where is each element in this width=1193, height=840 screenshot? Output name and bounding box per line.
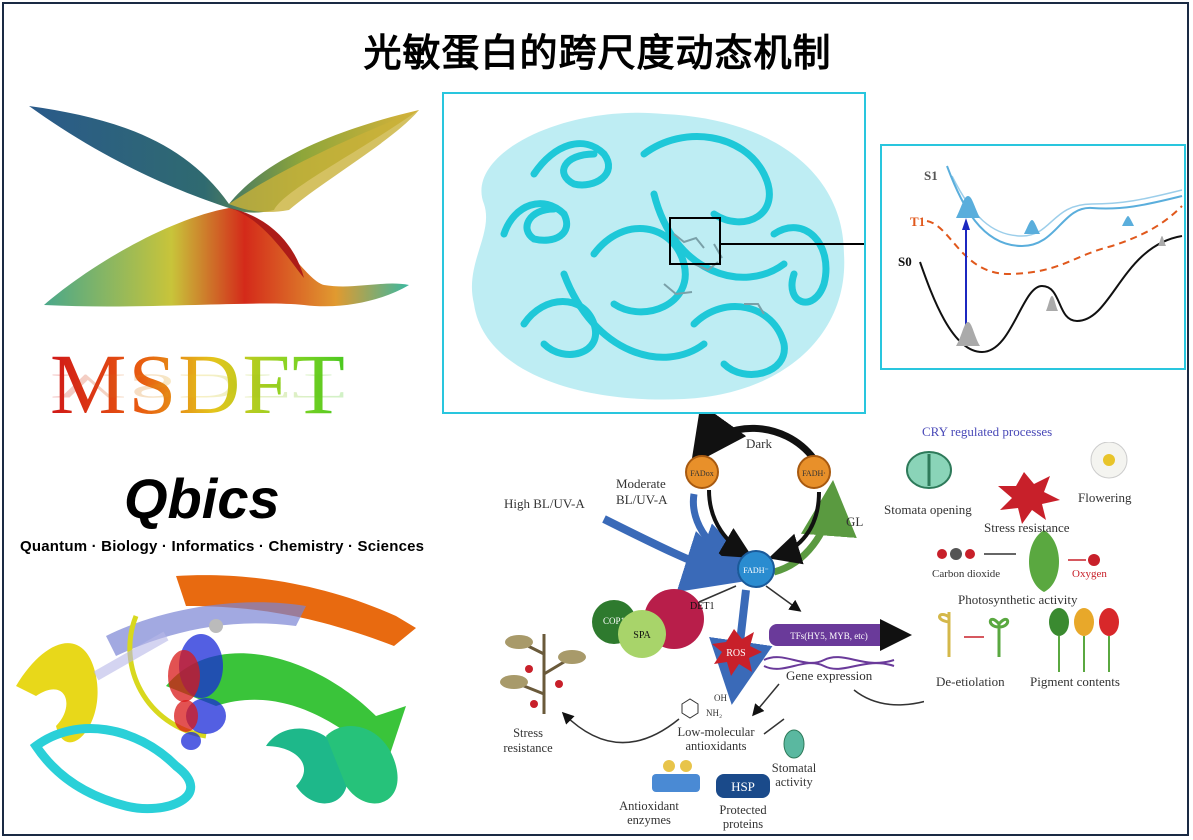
flowering-label: Flowering xyxy=(1078,490,1132,505)
deetiolation-label: De-etiolation xyxy=(936,674,1005,689)
stress-left-line1: Stress xyxy=(513,726,543,740)
stomatal-line2: activity xyxy=(775,775,813,789)
stress-left-line2: resistance xyxy=(503,741,553,755)
t1-curve xyxy=(926,205,1183,276)
page-title: 光敏蛋白的跨尺度动态机制 xyxy=(363,31,832,75)
msdft-logo-reflection: MSDFT xyxy=(50,366,347,406)
energy-diagram-panel: S1 T1 S0 xyxy=(880,144,1186,370)
moderate-label: Moderate xyxy=(616,476,666,491)
seedling-icon xyxy=(938,612,951,657)
tfs-box xyxy=(769,624,889,646)
protected-line1: Protected xyxy=(719,803,767,817)
stomatal-line1: Stomatal xyxy=(772,761,817,775)
pigment-red xyxy=(1099,608,1119,636)
protein-structure-image xyxy=(471,112,864,400)
svg-text:ROS: ROS xyxy=(726,648,745,659)
carbon-dioxide-label: Carbon dioxide xyxy=(932,568,1001,580)
stomatal-icon xyxy=(783,729,805,759)
svg-text:OH: OH xyxy=(714,693,727,703)
protein-ribbon-image xyxy=(16,566,418,828)
high-bl-label: High BL/UV-A xyxy=(504,496,585,511)
pigment-label: Pigment contents xyxy=(1030,674,1120,689)
msdft-logo: MSDFT xyxy=(50,336,347,432)
qbics-logo: Qbics xyxy=(124,467,280,530)
svg-text:HSP: HSP xyxy=(731,779,755,794)
stomata-opening-label: Stomata opening xyxy=(884,502,972,517)
svg-text:TFs(HY5, MYB, etc): TFs(HY5, MYB, etc) xyxy=(790,631,868,641)
gl-label: GL xyxy=(846,514,863,529)
dark-label: Dark xyxy=(746,436,772,451)
moderate-line2: BL/UV-A xyxy=(616,492,668,507)
svg-text:FADH·: FADH· xyxy=(802,469,826,478)
enzymes-line1: Antioxidant xyxy=(619,799,679,813)
gene-expression-label: Gene expression xyxy=(786,668,873,683)
lowmol-line2: antioxidants xyxy=(685,739,746,753)
pigment-green xyxy=(1049,608,1069,636)
svg-text:FADox: FADox xyxy=(690,469,713,478)
fad-ox-node xyxy=(685,455,719,489)
enzymes-line2: enzymes xyxy=(627,813,671,827)
cry-cycle-diagram: Dark FADox FADH· GL Moderate BL/UV-A Hig… xyxy=(500,414,924,831)
oxygen-label: Oxygen xyxy=(1072,568,1107,580)
s0-label: S0 xyxy=(898,254,912,269)
svg-text:NH₂: NH₂ xyxy=(706,708,722,718)
s0-curve xyxy=(919,235,1183,354)
qbics-subtitle: Quantum · Biology · Informatics · Chemis… xyxy=(20,538,425,555)
svg-text:SPA: SPA xyxy=(633,630,651,641)
protein-structure-panel xyxy=(442,92,866,414)
photosynthetic-label: Photosynthetic activity xyxy=(958,592,1078,607)
processes-icons xyxy=(906,442,1128,672)
s1-curve xyxy=(946,165,1183,248)
stress-star-icon xyxy=(998,472,1060,524)
stress-plant-left xyxy=(500,634,586,714)
moderate-line1: Moderate xyxy=(616,476,666,491)
svg-text:DET1: DET1 xyxy=(690,601,714,612)
lowmol-line1: Low-molecular xyxy=(677,725,755,739)
pigment-yellow xyxy=(1074,608,1094,636)
ros-burst xyxy=(712,629,762,676)
fadh-minus-node xyxy=(737,550,775,588)
spa-blob xyxy=(618,610,666,658)
leaf-icon xyxy=(1029,530,1059,592)
cry-processes-header: CRY regulated processes xyxy=(922,424,1053,439)
t1-label: T1 xyxy=(910,214,925,229)
protected-line2: proteins xyxy=(723,817,763,831)
potential-energy-surface xyxy=(29,106,419,307)
svg-text:FADH⁻: FADH⁻ xyxy=(743,566,768,575)
stress-resistance-label: Stress resistance xyxy=(984,520,1070,535)
s1-label: S1 xyxy=(924,168,938,183)
hsp-box xyxy=(716,774,770,798)
svg-text:COP1: COP1 xyxy=(603,616,625,626)
energy-curves: S1 T1 S0 xyxy=(898,165,1183,354)
